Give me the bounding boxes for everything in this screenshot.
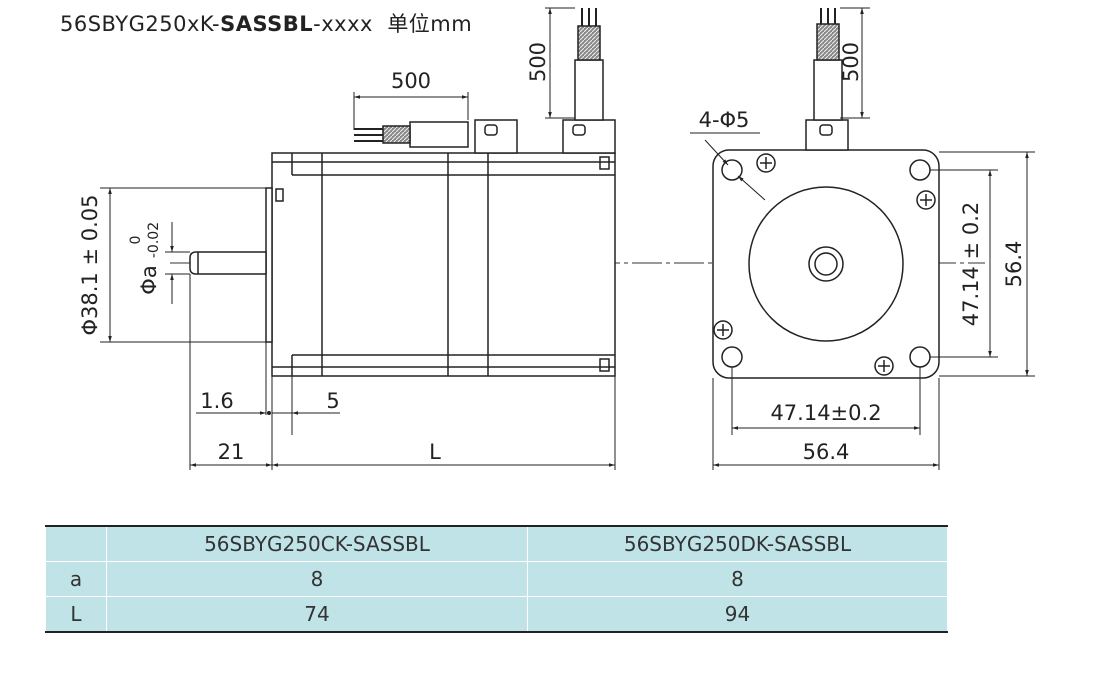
- mount-hole: [721, 159, 743, 181]
- title-model-tail: -xxxx: [313, 12, 373, 36]
- pilot-diameter-label: Φ38.1 ± 0.05: [78, 195, 102, 336]
- shaft-tol-lower: -0.02: [146, 222, 162, 258]
- front-view: [712, 8, 940, 379]
- table-header-cell: 56SBYG250DK-SASSBL: [527, 525, 948, 562]
- table-header-row: 56SBYG250CK-SASSBL 56SBYG250DK-SASSBL: [45, 525, 948, 562]
- front-dimensions: [690, 7, 1035, 470]
- table-cell: 8: [106, 561, 528, 597]
- flange-pilot: [265, 187, 273, 343]
- spec-table: 56SBYG250CK-SASSBL 56SBYG250DK-SASSBL a …: [45, 525, 948, 633]
- table-row: a 8 8: [45, 561, 948, 597]
- screw-icon: [874, 356, 894, 376]
- drawing-title: 56SBYG250xK-SASSBL-xxxx 单位mm: [60, 8, 472, 38]
- shaft-end: [808, 246, 844, 282]
- table-row: L 74 94: [45, 596, 948, 633]
- table-header-cell: [45, 525, 107, 562]
- hole-pitch-vertical-label: 47.14 ± 0.2: [959, 202, 983, 326]
- shaft-diameter-label: Φa: [137, 265, 161, 294]
- lead-length-side-label: 500: [391, 69, 431, 93]
- dimension-drawing: 500 500 Φ38.1 ± 0.05 Φa 0 -0.02 1.6 5 21…: [78, 7, 1035, 470]
- boss-circle: [748, 186, 904, 342]
- screw-icon: [713, 320, 733, 340]
- table-cell: 8: [527, 561, 948, 597]
- flange-size-vertical-label: 56.4: [1002, 241, 1026, 288]
- hole-spec-label: 4-Φ5: [699, 108, 750, 132]
- table-cell: 94: [527, 596, 948, 633]
- title-model-bold: SASSBL: [220, 12, 314, 36]
- table-row-label: a: [45, 561, 107, 597]
- table-cell: 74: [106, 596, 528, 633]
- front-dim-labels: 4-Φ5 500 47.14 ± 0.2 56.4 47.14±0.2 56.4: [699, 42, 1026, 464]
- shaft-tol-upper: 0: [128, 236, 144, 245]
- title-model: 56SBYG250xK-: [60, 12, 221, 36]
- connector-block-2: [562, 119, 616, 154]
- hole-pitch-horizontal-label: 47.14±0.2: [770, 401, 881, 425]
- motor-shaft: [189, 251, 267, 275]
- motor-body: [271, 152, 616, 377]
- screw-icon: [916, 190, 936, 210]
- table-row-label: L: [45, 596, 107, 633]
- flange-thickness-label: 5: [326, 389, 339, 413]
- flange-size-horizontal-label: 56.4: [803, 440, 850, 464]
- body-length-label: L: [429, 440, 441, 464]
- lead-length-front-label: 500: [839, 42, 863, 82]
- table-header-cell: 56SBYG250CK-SASSBL: [106, 525, 528, 562]
- side-view: [189, 8, 616, 377]
- screw-icon: [756, 153, 776, 173]
- pilot-depth-label: 1.6: [200, 389, 233, 413]
- lead-length-top-label: 500: [526, 42, 550, 82]
- title-unit: 单位mm: [387, 12, 473, 36]
- side-dim-labels: 500 500 Φ38.1 ± 0.05 Φa 0 -0.02 1.6 5 21…: [78, 42, 550, 464]
- side-dimensions: [100, 7, 616, 470]
- shaft-length-label: 21: [218, 440, 245, 464]
